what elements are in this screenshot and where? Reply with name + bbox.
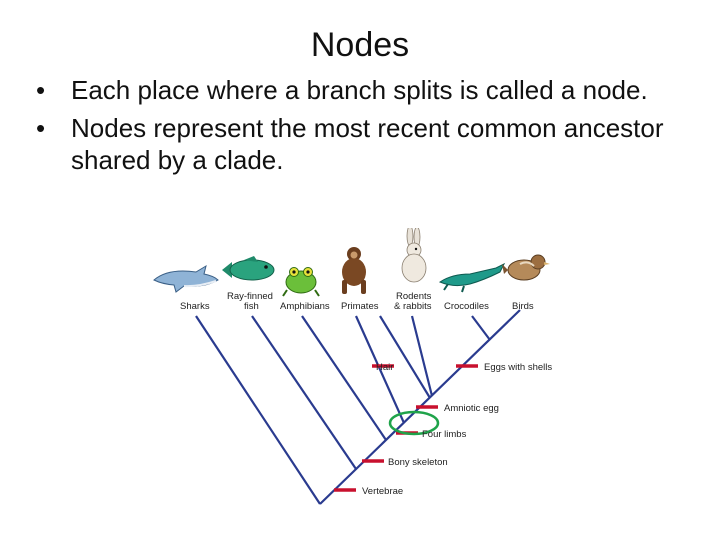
shark-icon [153, 264, 219, 293]
node-highlight-circle [388, 410, 440, 436]
trait-label-bony-skeleton: Bony skeleton [388, 457, 448, 468]
taxon-label-rodents: Rodents [396, 291, 432, 302]
branch-amphibians [301, 315, 387, 441]
branch-sharks [195, 315, 321, 505]
taxon-label-fish: fish [244, 301, 259, 312]
branch-primates [354, 315, 406, 424]
bullet-dot: • [36, 113, 46, 143]
bullet-item: • Nodes represent the most recent common… [36, 112, 696, 176]
trait-marks [334, 364, 478, 492]
bird-icon [502, 254, 550, 281]
trait-label-amniotic-egg: Amniotic egg [444, 403, 499, 414]
trait-label-hair: Hair [376, 362, 393, 373]
cladogram: Sharks Ray-finned fish Amphibians Primat… [153, 228, 552, 505]
bullet-text: Nodes represent the most recent common a… [71, 113, 664, 175]
trait-label-eggs-shells: Eggs with shells [484, 362, 552, 373]
taxon-label-rabbits: & rabbits [394, 301, 432, 312]
branch-rodents [410, 315, 434, 397]
crocodile-icon [438, 262, 506, 293]
branch-mammal-stem [379, 315, 431, 399]
taxon-label-primates: Primates [341, 301, 379, 312]
taxon-label-sharks: Sharks [180, 301, 210, 312]
primate-icon [342, 247, 366, 294]
taxon-label-crocodiles: Crocodiles [444, 301, 489, 312]
bullet-list: • Each place where a branch splits is ca… [36, 74, 696, 182]
bullet-item: • Each place where a branch splits is ca… [36, 74, 696, 106]
slide-title: Nodes [310, 26, 410, 64]
bullet-text: Each place where a branch splits is call… [71, 75, 648, 105]
branch-fish [251, 315, 357, 470]
trait-label-vertebrae: Vertebrae [362, 486, 403, 497]
taxon-label-amphibians: Amphibians [280, 301, 330, 312]
bullet-dot: • [36, 75, 46, 105]
frog-icon [282, 267, 320, 297]
taxon-label-ray-finned: Ray-finned [227, 291, 273, 302]
branch-crocodiles [471, 315, 491, 341]
taxon-label-birds: Birds [512, 301, 534, 312]
trait-label-four-limbs: Four limbs [422, 429, 467, 440]
rabbit-icon [401, 228, 427, 283]
fish-icon [222, 256, 275, 281]
